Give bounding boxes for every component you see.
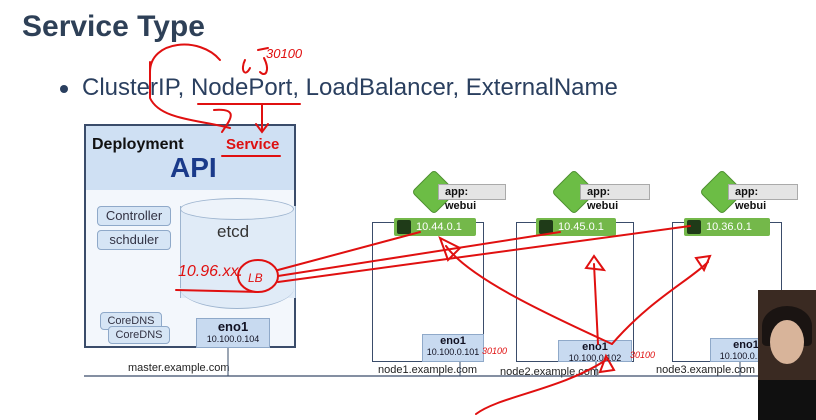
pod-app-label: app: webui	[438, 184, 506, 212]
pod-ip-text: 10.36.0.1	[706, 221, 752, 233]
eno-name: eno1	[733, 339, 759, 351]
pod-ip-text: 10.45.0.1	[558, 221, 604, 233]
clusterip-arrow	[149, 61, 231, 129]
nodeport-to-node2-route	[593, 263, 599, 345]
presenter-shirt	[758, 380, 816, 420]
node1-eno-interface: eno1 10.100.0.101	[422, 334, 484, 362]
eno-name: eno1	[217, 319, 249, 334]
lb-to-node1-arrow	[277, 231, 421, 271]
cluster-ip-annotation: 10.96.xx.	[178, 263, 243, 280]
eno-name: eno1	[582, 341, 608, 353]
node2-box	[516, 222, 634, 362]
service-types-bullet: ClusterIP, NodePort, LoadBalancer, Exter…	[60, 74, 618, 102]
external-client-route	[475, 359, 607, 415]
nodeport-number-annotation: 30100	[266, 46, 303, 61]
clusterip-to-service-curve	[213, 108, 232, 133]
pod-app-label: app: webui	[580, 184, 650, 212]
etcd-cylinder-bottom	[180, 288, 294, 309]
coredns-component: CoreDNS	[108, 326, 170, 344]
deployment-header	[86, 126, 294, 190]
bullet-icon	[60, 84, 68, 93]
lb-to-node3-arrow	[277, 225, 691, 283]
node3-hostname: node3.example.com	[656, 364, 756, 376]
pod-ip-badge: 10.36.0.1	[684, 218, 770, 236]
red-annotations	[149, 43, 712, 415]
pod-ip-text: 10.44.0.1	[416, 221, 462, 233]
arrowhead-node3	[694, 254, 712, 273]
nodeport-dash	[257, 47, 269, 51]
cluster-ip-underline	[175, 289, 259, 293]
node2-hostname: node2.example.com	[500, 366, 600, 378]
nodeport-bracket-right	[259, 57, 268, 76]
eno-ip: 10.100.0.101	[426, 347, 480, 357]
deployment-label: Deployment	[92, 136, 184, 153]
nodeport-bracket-left	[241, 59, 251, 74]
node2-eno-interface: eno1 10.100.0.102	[558, 340, 632, 363]
service-types-text: ClusterIP, NodePort, LoadBalancer, Exter…	[82, 74, 618, 101]
presenter-face	[770, 320, 804, 364]
node2-port-annotation: 30100	[630, 350, 655, 360]
container-icon	[397, 220, 411, 234]
pod-app-label: app: webui	[728, 184, 798, 212]
lb-to-node2-arrow	[277, 231, 561, 277]
container-icon	[687, 220, 701, 234]
arrowhead-node2	[584, 254, 607, 272]
api-label: API	[170, 152, 217, 183]
slide-title: Service Type	[22, 10, 205, 43]
nodeport-to-service-arrow	[255, 103, 269, 134]
container-icon	[539, 220, 553, 234]
eno-ip: 10.100.0.104	[206, 334, 260, 344]
node1-port-annotation: 30100	[482, 346, 507, 356]
etcd-cylinder-top	[180, 198, 294, 220]
etcd-label: etcd	[217, 222, 250, 241]
service-annotation: Service	[226, 136, 280, 153]
eno-ip: 10.100.0.103	[719, 351, 773, 361]
arrowhead-external	[598, 353, 616, 374]
clusterip-loop	[149, 43, 221, 73]
controller-component: Controller	[97, 206, 171, 226]
scheduler-component: schduler	[97, 230, 171, 250]
pod-ip-badge: 10.44.0.1	[394, 218, 476, 236]
pod-ip-badge: 10.45.0.1	[536, 218, 616, 236]
lb-annotation: LB	[248, 271, 263, 285]
nodeport-to-node1-route	[445, 245, 613, 345]
node1-hostname: node1.example.com	[378, 364, 478, 376]
eno-name: eno1	[440, 335, 466, 347]
master-eno-interface: eno1 10.100.0.104	[196, 318, 270, 348]
eno-ip: 10.100.0.102	[568, 353, 622, 363]
nodeport-to-node3-route	[611, 261, 709, 345]
arrowhead-node1	[438, 235, 462, 262]
master-hostname: master.example.com	[128, 362, 230, 374]
